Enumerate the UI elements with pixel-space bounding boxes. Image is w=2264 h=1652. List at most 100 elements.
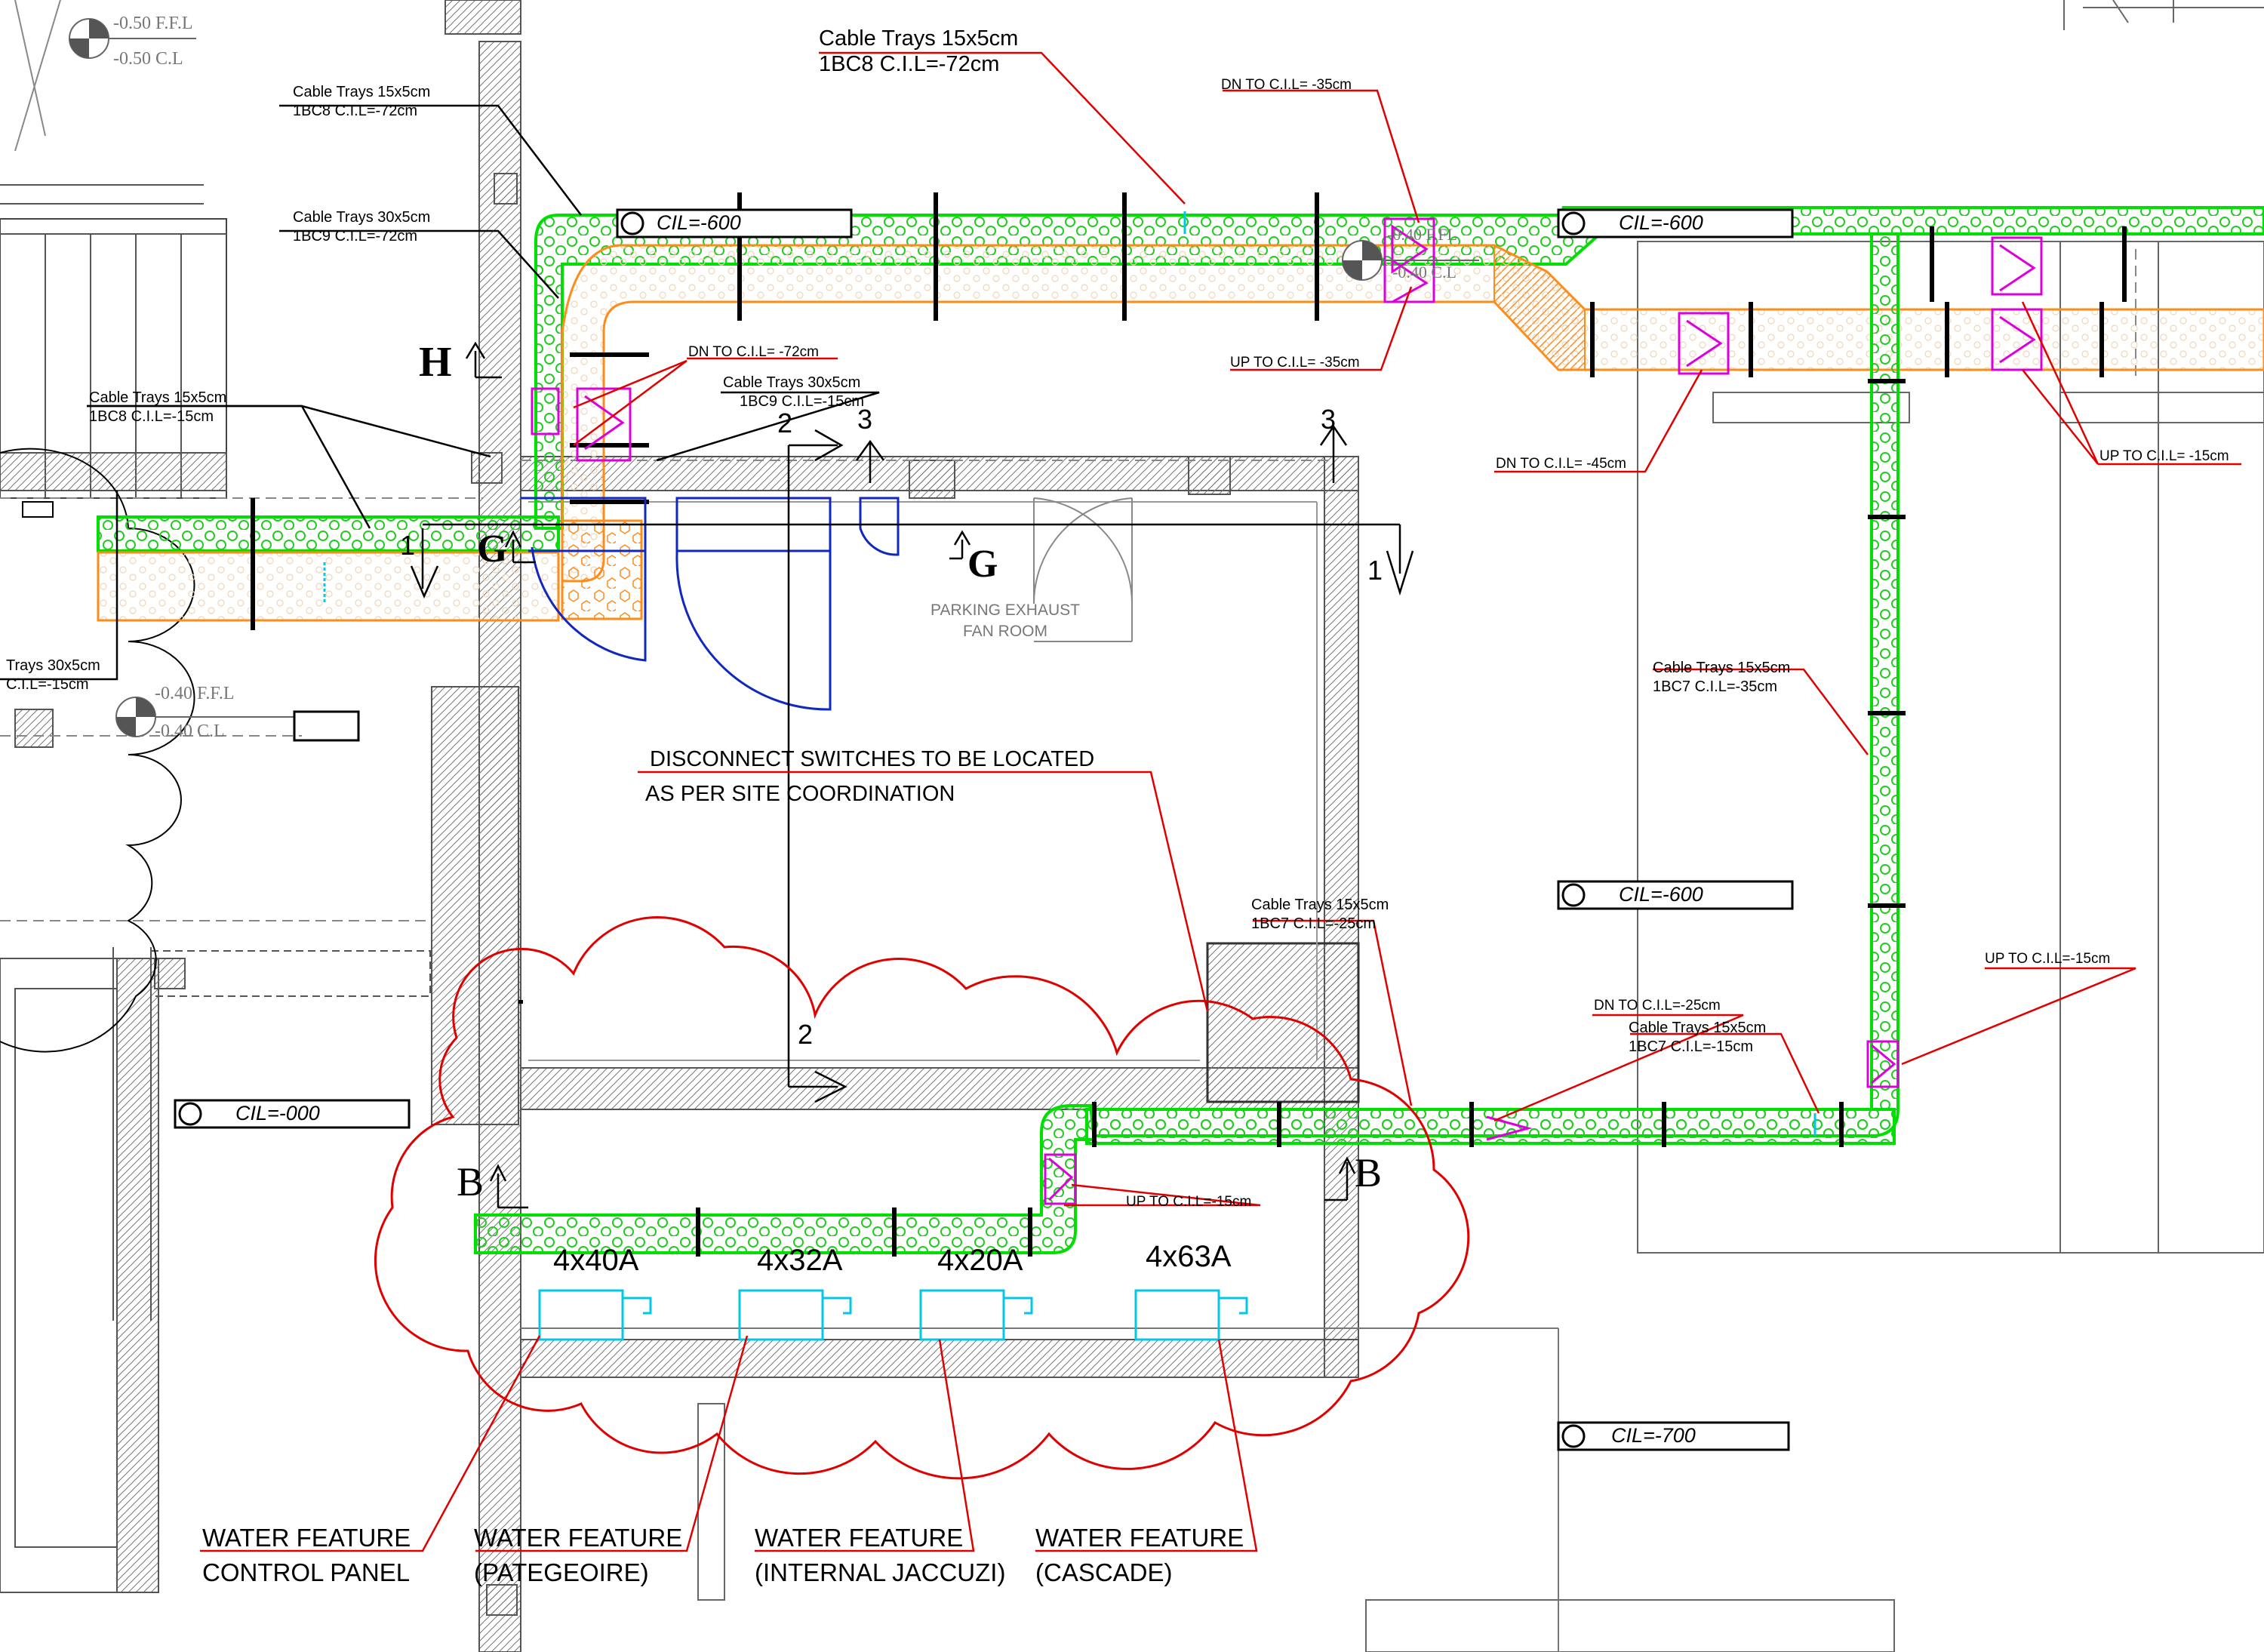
cil-tag-top-left: CIL=-600: [657, 211, 741, 234]
water-feature-3-line1: WATER FEATURE: [755, 1524, 964, 1552]
water-feature-4-line2: (CASCADE): [1035, 1558, 1173, 1586]
section-mark-1-right: 1: [1367, 555, 1383, 586]
breaker-rating-1: 4x40A: [553, 1244, 639, 1277]
room-label: PARKING EXHAUST FAN ROOM: [922, 600, 1088, 642]
water-feature-3: WATER FEATURE (INTERNAL JACCUZI): [755, 1521, 1005, 1590]
level-ffl-left: -0.40 F.F.L: [155, 684, 235, 703]
section-lines: [410, 341, 1414, 1209]
callout-top-left-2-line2: 1BC9 C.I.L=-72cm: [293, 228, 418, 245]
cyan-markers: [323, 211, 1816, 1136]
riser-boxes: [531, 217, 2043, 1205]
callout-left-1-line2: 1BC8 C.I.L=-15cm: [89, 408, 214, 425]
room-label-line1: PARKING EXHAUST: [931, 601, 1080, 619]
callout-bottom-2-line2: 1BC7 C.I.L=-15cm: [1629, 1038, 1754, 1055]
callout-right-vertical-line2: 1BC7 C.I.L=-35cm: [1653, 678, 1778, 695]
cil-tag-top-right: CIL=-600: [1619, 211, 1703, 234]
fan-room-door: [1032, 497, 1134, 642]
cil-tag-left: CIL=-000: [235, 1102, 320, 1124]
revision-cloud: [374, 916, 1470, 1480]
callout-top-main-line2: 1BC8 C.I.L=-72cm: [819, 52, 1000, 76]
level-ffl-mid: -0.40 F.FL: [1387, 225, 1457, 244]
water-feature-2: WATER FEATURE (PATEGEOIRE): [474, 1521, 682, 1590]
callout-top-left-1-line1: Cable Trays 15x5cm: [293, 84, 431, 100]
tray-top-orange: [561, 244, 2264, 620]
callout-left-1: Cable Trays 15x5cm 1BC8 C.I.L=-15cm: [89, 389, 226, 426]
callout-bottom-1-line2: 1BC7 C.I.L=-25cm: [1251, 915, 1377, 932]
water-feature-4-line1: WATER FEATURE: [1035, 1524, 1244, 1552]
callout-right-vertical: Cable Trays 15x5cm 1BC7 C.I.L=-35cm: [1653, 659, 1790, 697]
callout-bottom-1-line1: Cable Trays 15x5cm: [1251, 897, 1389, 913]
section-mark-b-right: B: [1355, 1150, 1383, 1195]
fan-room-walls: [520, 456, 1360, 1378]
callout-center-1-line2: 1BC9 C.I.L=-15cm: [740, 393, 865, 410]
callout-bottom-2: Cable Trays 15x5cm 1BC7 C.I.L=-15cm: [1629, 1019, 1766, 1057]
water-feature-3-line2: (INTERNAL JACCUZI): [755, 1558, 1006, 1586]
cil-tag-bottom-right: CIL=-700: [1611, 1424, 1696, 1447]
dashed-guides: [0, 249, 2136, 921]
callout-bottom-2-line1: Cable Trays 15x5cm: [1629, 1020, 1767, 1036]
level-cl-mid: -0.40 C.L: [1392, 263, 1457, 281]
water-feature-1: WATER FEATURE CONTROL PANEL: [202, 1521, 411, 1590]
section-mark-3-left: 3: [857, 404, 873, 435]
label-up-35: UP TO C.I.L= -35cm: [1230, 355, 1360, 371]
note-line1: DISCONNECT SWITCHES TO BE LOCATED: [650, 747, 1095, 771]
label-up-15-top-right: UP TO C.I.L= -15cm: [2099, 448, 2229, 464]
label-up-15-bottom: UP TO C.I.L=-15cm: [1126, 1194, 1252, 1210]
breaker-panels: [538, 1289, 1248, 1341]
callout-top-left-1-line2: 1BC8 C.I.L=-72cm: [293, 103, 418, 119]
label-dn-72: DN TO C.I.L= -72cm: [688, 344, 819, 360]
callout-top-left-2-line1: Cable Trays 30x5cm: [293, 209, 431, 226]
label-up-15-right: UP TO C.I.L=-15cm: [1985, 951, 2111, 967]
note-line2: AS PER SITE COORDINATION: [645, 782, 955, 806]
callout-left-2: Trays 30x5cm C.I.L=-15cm: [6, 657, 100, 694]
tray-top-green: [534, 206, 2264, 530]
section-mark-b-left: B: [457, 1159, 484, 1204]
callout-top-main-line1: Cable Trays 15x5cm: [819, 26, 1019, 51]
breaker-rating-2: 4x32A: [757, 1244, 843, 1277]
label-dn-35: DN TO C.I.L= -35cm: [1221, 77, 1352, 93]
callout-top-left-2: Cable Trays 30x5cm 1BC9 C.I.L=-72cm: [293, 208, 430, 246]
left-lower-structure: [0, 709, 431, 1593]
callout-center-1-line1: Cable Trays 30x5cm: [723, 374, 861, 391]
blue-fan-units: [521, 497, 900, 711]
black-leaders: [0, 104, 880, 681]
section-mark-3-right: 3: [1321, 404, 1337, 435]
water-feature-1-line1: WATER FEATURE: [202, 1524, 411, 1552]
label-dn-25: DN TO C.I.L=-25cm: [1594, 998, 1721, 1014]
callout-top-main: Cable Trays 15x5cm 1BC8 C.I.L=-72cm: [819, 26, 1018, 77]
tray-left: [97, 515, 560, 622]
callout-bottom-1: Cable Trays 15x5cm 1BC7 C.I.L=-25cm: [1251, 896, 1389, 934]
callout-center-1: Cable Trays 30x5cm 1BC9 C.I.L=-15cm: [723, 374, 864, 411]
level-ffl-top: -0.50 F.F.L: [113, 14, 193, 33]
level-marker-left: [115, 697, 294, 737]
section-mark-h: H: [419, 339, 452, 386]
water-feature-4: WATER FEATURE (CASCADE): [1035, 1521, 1244, 1590]
section-mark-g-right: G: [967, 543, 998, 586]
callout-left-2-line1: Trays 30x5cm: [6, 657, 100, 674]
water-feature-2-line2: (PATEGEOIRE): [474, 1558, 649, 1586]
level-cl-left: -0.40 C.L: [155, 721, 225, 741]
section-mark-2-top: 2: [777, 408, 793, 438]
red-leaders: [200, 51, 2241, 1552]
cable-trays: [97, 192, 2264, 1257]
water-feature-2-line1: WATER FEATURE: [474, 1524, 683, 1552]
cil-tag-frames: [174, 208, 1794, 1451]
top-left-structure: [0, 0, 227, 499]
section-mark-g-left: G: [477, 528, 508, 571]
breaker-rating-3: 4x20A: [937, 1244, 1023, 1277]
callout-right-vertical-line1: Cable Trays 15x5cm: [1653, 660, 1791, 676]
breaker-rating-4: 4x63A: [1146, 1240, 1232, 1273]
level-marker-mid: [1342, 240, 1479, 281]
cil-tag-mid-right: CIL=-600: [1619, 883, 1703, 906]
section-mark-1-left: 1: [400, 530, 416, 561]
callout-left-1-line1: Cable Trays 15x5cm: [89, 389, 227, 406]
level-marker-top: [69, 18, 196, 59]
section-mark-2-bottom: 2: [798, 1019, 814, 1050]
callout-left-2-line2: C.I.L=-15cm: [6, 676, 89, 693]
water-feature-1-line2: CONTROL PANEL: [202, 1558, 411, 1586]
site-coordination-note: DISCONNECT SWITCHES TO BE LOCATED AS PER…: [645, 742, 1094, 811]
label-dn-45: DN TO C.I.L= -45cm: [1496, 456, 1626, 472]
